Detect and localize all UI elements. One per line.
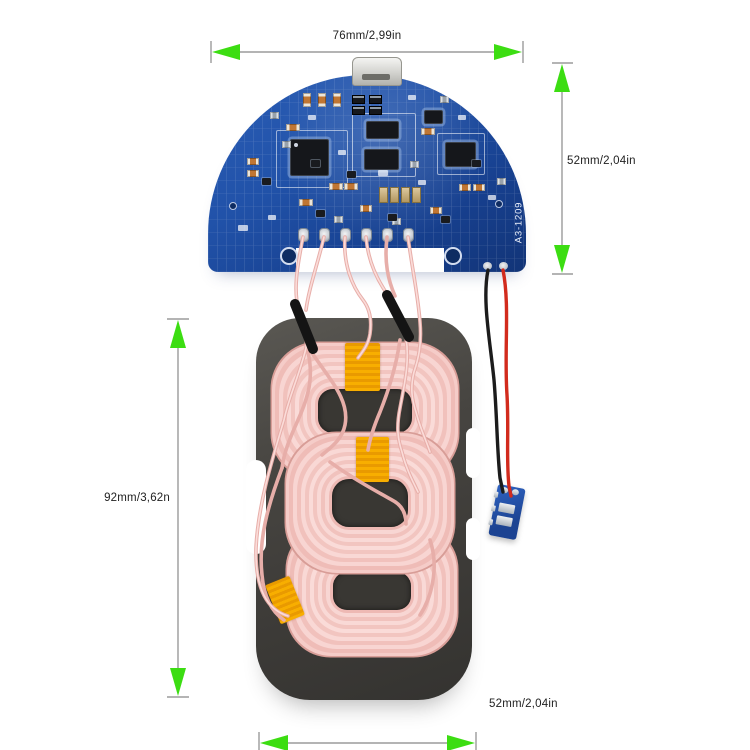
capacitor [412, 187, 421, 203]
mounting-hole [280, 247, 298, 265]
coil-solder-pad [361, 228, 372, 242]
resistor [360, 205, 372, 212]
via-hole [262, 96, 268, 102]
capacitor [497, 178, 506, 185]
small-ic [424, 110, 443, 124]
solder-joint [511, 488, 520, 496]
mounting-hole [444, 247, 462, 265]
capacitor [352, 106, 365, 115]
transistor [316, 210, 325, 217]
ferrite-right-notch-2 [466, 518, 480, 560]
connector-edge-pad [488, 518, 494, 526]
resistor [303, 93, 311, 107]
connector-pcb [488, 483, 526, 541]
capacitor [410, 161, 419, 168]
charging-coil-bottom [333, 572, 411, 610]
capacitor [282, 141, 291, 148]
connector-edge-pad [490, 505, 496, 512]
silkscreen-mark [418, 180, 426, 185]
coil-tape-middle [356, 437, 389, 482]
output-wire-pad [499, 262, 508, 270]
capacitor [401, 187, 410, 203]
output-wire-red [501, 268, 513, 498]
coil-solder-pad [403, 228, 414, 242]
pcb-bottom-notch [296, 248, 444, 272]
soic8-ic [366, 121, 399, 139]
solder-joint [500, 486, 509, 494]
connector-edge-pad [493, 491, 499, 498]
capacitor [334, 216, 343, 223]
capacitor [352, 95, 365, 104]
resistor [421, 128, 435, 135]
silkscreen-outline [276, 130, 348, 188]
dimension-label-right: 52mm/2,04in [567, 155, 636, 167]
main-controller-ic [290, 139, 329, 176]
coil-solder-pad [340, 228, 351, 242]
resistor [318, 93, 326, 107]
resistor [247, 158, 259, 165]
silkscreen-mark [458, 115, 466, 120]
via-hole [473, 96, 479, 102]
charging-coil-top [318, 389, 412, 433]
transistor [311, 160, 320, 167]
via-hole [495, 200, 503, 208]
silkscreen-outline [352, 113, 416, 177]
coil-solder-pad [298, 228, 309, 242]
transistor [388, 214, 397, 221]
transistor [441, 216, 450, 223]
charging-coil-middle [332, 479, 408, 527]
transistor [347, 171, 356, 178]
capacitor [369, 95, 382, 104]
output-wire-black [484, 268, 505, 494]
silkscreen-outline [437, 133, 485, 175]
silkscreen-mark [228, 135, 236, 140]
resistor [286, 124, 300, 131]
pcb-silkscreen-text: A3-1209 [513, 201, 525, 244]
coil-solder-pad [382, 228, 393, 242]
dimension-label-top: 76mm/2,99in [332, 30, 402, 42]
capacitor [270, 112, 279, 119]
connector-pad [497, 502, 516, 515]
silkscreen-mark [378, 170, 388, 176]
micro-usb-port [352, 57, 402, 86]
resistor [344, 183, 358, 190]
via-hole [229, 202, 237, 210]
silkscreen-mark [338, 150, 346, 155]
capacitor [390, 187, 399, 203]
soic8-ic [364, 149, 399, 170]
dimension-label-left: 92mm/3,62n [104, 492, 170, 504]
output-wire-pad [483, 262, 492, 270]
coil-tape-top [345, 343, 380, 391]
silkscreen-mark [488, 195, 496, 200]
pcb-board: A3-1209 [208, 57, 526, 272]
ferrite-right-notch [466, 428, 480, 478]
resistor [329, 183, 343, 190]
resistor [430, 207, 442, 214]
silkscreen-mark [268, 215, 276, 220]
silkscreen-mark [238, 225, 248, 231]
ferrite-left-notch [246, 460, 266, 554]
coil-solder-pad [319, 228, 330, 242]
dimension-label-bottom: 52mm/2,04in [489, 698, 558, 710]
resistor [299, 199, 313, 206]
pcb-substrate: A3-1209 [208, 75, 526, 272]
capacitor [369, 106, 382, 115]
capacitor [379, 187, 388, 203]
driver-ic [445, 142, 476, 167]
resistor [333, 93, 341, 107]
resistor [459, 184, 471, 191]
transistor [472, 160, 481, 167]
resistor [247, 170, 259, 177]
usb-slot [362, 74, 390, 80]
transistor [262, 178, 271, 185]
connector-pad [495, 515, 513, 528]
silkscreen-mark [408, 95, 416, 100]
pin1-dot [294, 143, 298, 147]
silkscreen-mark [308, 115, 316, 120]
resistor [473, 184, 485, 191]
capacitor [440, 96, 449, 103]
